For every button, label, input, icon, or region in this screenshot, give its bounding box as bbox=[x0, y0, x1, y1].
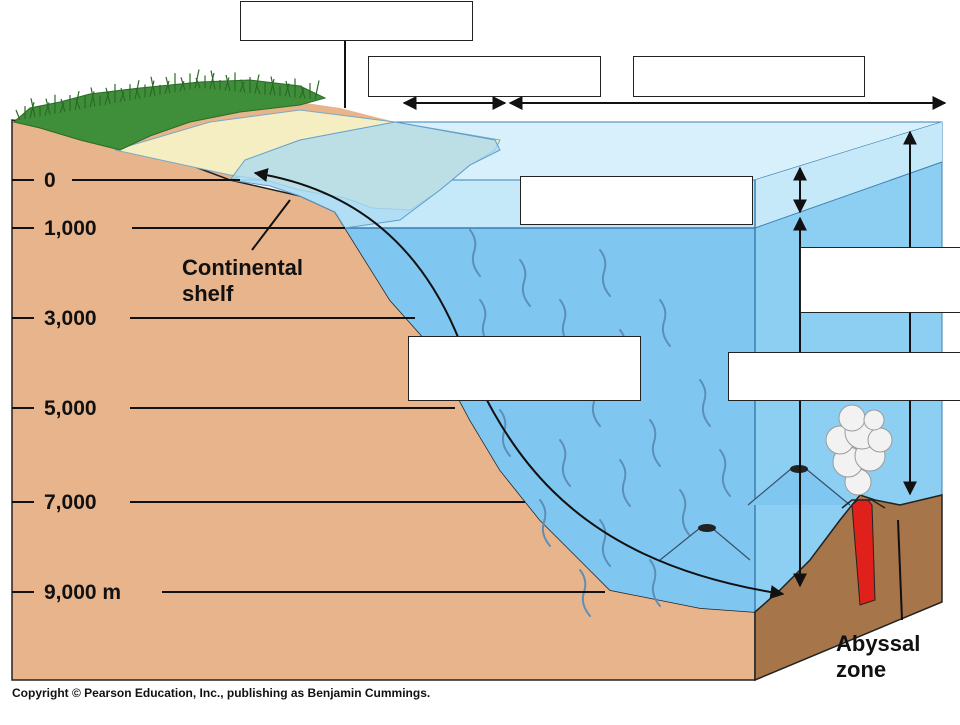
grass-blade bbox=[150, 76, 156, 96]
grass-blade bbox=[29, 102, 35, 119]
grass-blade bbox=[284, 83, 290, 97]
grass-blade bbox=[224, 77, 230, 91]
grass-blade bbox=[195, 77, 201, 89]
abyssal-zone-label-line1: Abyssal bbox=[836, 631, 920, 656]
grass-blade bbox=[255, 83, 261, 95]
grass-blades bbox=[15, 69, 320, 121]
blank-label-box-oceanic[interactable] bbox=[633, 56, 865, 97]
grass-blade bbox=[60, 98, 66, 113]
vent-cone bbox=[841, 499, 886, 509]
grass-blade bbox=[240, 79, 246, 93]
grass-blade bbox=[45, 98, 51, 115]
depth-label: 1,000 bbox=[44, 217, 97, 240]
grass-blade bbox=[149, 80, 155, 97]
vent-plume bbox=[825, 404, 893, 496]
grass-blade bbox=[225, 74, 231, 92]
grass-blade bbox=[164, 80, 170, 95]
grass-blade bbox=[180, 77, 186, 91]
coastal-grass bbox=[12, 79, 327, 151]
depth-label: 0 bbox=[44, 169, 56, 192]
blank-label-box-photic[interactable] bbox=[520, 176, 753, 225]
depth-label: 7,000 bbox=[44, 491, 97, 514]
grass-blade bbox=[210, 70, 216, 90]
abyssal-pointer-line bbox=[897, 519, 903, 621]
continental-shelf-label-line2: shelf bbox=[182, 281, 234, 306]
grass-blade bbox=[165, 76, 171, 94]
depth-label: 9,000 m bbox=[44, 581, 121, 604]
grass-blade bbox=[104, 91, 110, 105]
seamount-crater-left bbox=[698, 524, 716, 532]
grass-blade bbox=[299, 87, 305, 99]
grass-blade bbox=[285, 80, 291, 98]
blank-label-box-benthic[interactable] bbox=[408, 336, 641, 401]
copyright-notice: Copyright © Pearson Education, Inc., pub… bbox=[12, 686, 431, 700]
grass-blade bbox=[30, 98, 36, 118]
grass-blade bbox=[314, 80, 320, 100]
grass-blade bbox=[135, 88, 141, 99]
depth-label: 3,000 bbox=[44, 307, 97, 330]
grass-blade bbox=[239, 81, 245, 93]
continental-shelf-label-line1: Continental bbox=[182, 255, 303, 280]
grass-blade bbox=[15, 109, 21, 121]
blank-label-box-intertidal[interactable] bbox=[240, 1, 473, 41]
depth-label: 5,000 bbox=[44, 397, 97, 420]
blank-label-box-aphotic[interactable] bbox=[728, 352, 960, 401]
grass-blade bbox=[254, 74, 260, 94]
blank-label-box-pelagic[interactable] bbox=[800, 247, 960, 313]
grass-blade bbox=[90, 87, 96, 107]
grass-blade bbox=[209, 72, 215, 90]
grass-blade bbox=[120, 87, 126, 102]
grass-blade bbox=[269, 78, 275, 96]
grass-blade bbox=[105, 87, 111, 104]
grass-blade bbox=[300, 85, 306, 99]
abyssal-zone-label-line2: zone bbox=[836, 657, 886, 682]
grass-blade bbox=[270, 76, 276, 96]
grass-blade bbox=[44, 102, 50, 116]
blank-label-box-neritic[interactable] bbox=[368, 56, 601, 97]
grass-blade bbox=[89, 91, 95, 108]
grass-blade bbox=[75, 98, 81, 110]
